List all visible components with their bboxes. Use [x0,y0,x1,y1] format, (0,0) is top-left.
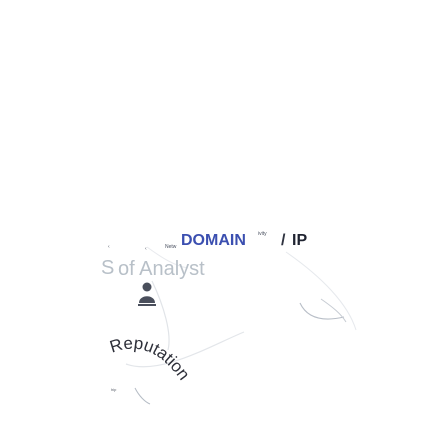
analyst-prefix: S [101,257,114,279]
network-prefix-label: Netw [165,244,177,250]
domain-label: DOMAIN [181,232,246,249]
chevron-left-icon: ‹ [145,246,147,252]
analyst-title: of Analyst [118,258,205,280]
decorative-curve [285,251,357,331]
activity-label: ivity [258,231,267,237]
reputation-textpath: Reputation [108,333,194,383]
left-bottom-small-label: hip [111,387,117,392]
reputation-label: Reputation [108,333,194,383]
decorative-curve [299,302,345,320]
decorative-curve [134,387,151,405]
ip-label: IP [292,232,307,249]
decorative-curve [320,298,347,323]
user-icon [138,282,156,306]
decorative-curve [146,246,189,269]
decorative-curve [125,331,245,368]
chevron-left-icon: ‹ [108,244,110,250]
separator-label: / [281,232,286,249]
decorative-curve [151,280,170,351]
